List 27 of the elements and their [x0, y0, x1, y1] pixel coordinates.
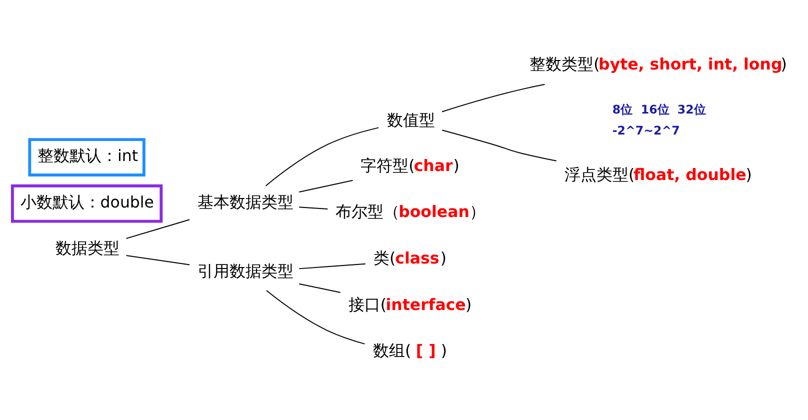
node-text: 数据类型	[55, 238, 120, 258]
connector	[266, 290, 366, 344]
node-text: 字符型(char)	[360, 156, 460, 175]
connector	[265, 127, 380, 186]
node-text: 类(class)	[373, 248, 447, 268]
connector	[442, 84, 546, 112]
label: -2^7~2^7	[612, 123, 680, 138]
label: 8位	[612, 102, 633, 117]
node-text: 布尔型（boolean）	[336, 202, 486, 222]
node-text: 基本数据类型	[198, 192, 294, 212]
node-box: 整数默认：int	[28, 138, 146, 176]
node-text: 引用数据类型	[198, 261, 294, 280]
connector	[442, 130, 557, 162]
label: 16位	[640, 102, 670, 117]
connector	[298, 263, 366, 270]
node-text: 浮点类型(float, double)	[564, 164, 752, 184]
connector	[126, 219, 190, 239]
connector	[298, 180, 354, 192]
node-box: 小数默认：double	[10, 184, 163, 223]
node-text: 整数类型(byte, short, int, long)	[530, 54, 787, 74]
connector	[298, 283, 341, 293]
node-text: 接口(interface)	[348, 294, 472, 314]
connector	[126, 255, 190, 266]
connector	[298, 206, 328, 210]
node-text: 数组( [ ] )	[372, 341, 448, 360]
node-text: 数值型	[386, 110, 435, 130]
label: 32位	[677, 102, 706, 117]
